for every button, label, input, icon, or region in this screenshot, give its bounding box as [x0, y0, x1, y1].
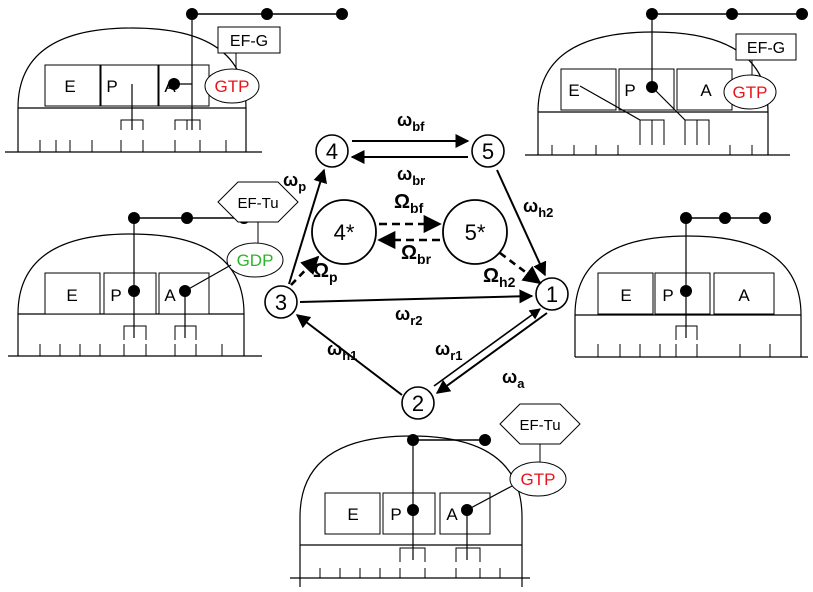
gtp-label: GTP — [215, 77, 250, 96]
svg-text:4: 4 — [326, 139, 338, 164]
arrow-3-to-4star — [290, 255, 320, 286]
site-e-label: E — [568, 81, 579, 100]
gdp-ellipse — [226, 242, 284, 278]
arrow-5star-to-1 — [499, 251, 542, 285]
arrow-3-to-1 — [299, 289, 534, 304]
rate-w-p: ωp — [283, 170, 306, 194]
arrow-2-to-3 — [295, 314, 403, 396]
svg-text:5*: 5* — [465, 220, 486, 245]
ribosome-state-1: E P A — [574, 212, 808, 358]
rate-labels: ωbf ωbr ωp ωh2 Ωbf Ωbr Ωp Ωh2 ωr2 ωh1 ωr… — [283, 110, 553, 391]
rate-w-a: ωa — [502, 367, 525, 391]
eftu-diamond — [499, 403, 581, 445]
state-node-4: 4 — [315, 134, 349, 168]
eftu-diamond — [217, 181, 299, 223]
state-node-2: 2 — [401, 386, 435, 420]
site-e-label: E — [347, 505, 358, 524]
gtp-label: GTP — [521, 470, 556, 489]
site-e-box — [44, 64, 101, 107]
site-a-label: A — [700, 81, 712, 100]
state-node-5star: 5* — [442, 199, 508, 265]
rate-w-h2: ωh2 — [523, 196, 553, 220]
ribosome-state-5: E P A EF-G GTP — [525, 8, 808, 156]
rate-w-r1: ωr1 — [435, 339, 463, 363]
rate-W-bf: Ωbf — [394, 191, 424, 216]
site-p-label: P — [106, 77, 117, 96]
efg-label: EF-G — [747, 40, 785, 57]
rate-w-r2: ωr2 — [395, 304, 423, 328]
efg-label: EF-G — [230, 33, 268, 50]
site-e-label: E — [66, 286, 77, 305]
site-p-label: P — [390, 505, 401, 524]
ribosome-state-2: E P A EF-Tu GTP — [290, 403, 581, 587]
arrow-2-to-1 — [433, 308, 541, 387]
rate-w-br: ωbr — [397, 164, 425, 188]
svg-text:2: 2 — [412, 391, 424, 416]
rate-W-p: Ωp — [313, 260, 338, 285]
site-a-label: A — [738, 286, 750, 305]
transition-arrows — [288, 134, 548, 396]
rate-w-bf: ωbf — [397, 110, 425, 134]
svg-text:1: 1 — [546, 282, 558, 307]
ribosome-state-4: E P A EF-G GTP — [5, 8, 348, 153]
svg-text:4*: 4* — [334, 220, 355, 245]
efg-box — [217, 26, 281, 54]
gtp-ellipse — [204, 68, 260, 104]
site-e-label: E — [64, 77, 75, 96]
arrow-1-to-2 — [435, 312, 548, 394]
eftu-label: EF-Tu — [519, 417, 560, 434]
site-e-label: E — [620, 286, 631, 305]
rate-W-h2: Ωh2 — [483, 265, 516, 290]
ribosome-outline — [17, 27, 247, 109]
eftu-label: EF-Tu — [237, 195, 278, 212]
state-node-3: 3 — [264, 285, 298, 319]
rate-W-br: Ωbr — [401, 242, 432, 267]
gdp-label: GDP — [237, 251, 274, 270]
site-a-label: A — [446, 505, 458, 524]
site-a-label: A — [164, 286, 176, 305]
site-p-label: P — [110, 286, 121, 305]
state-node-5: 5 — [471, 134, 505, 168]
state-node-1: 1 — [535, 277, 569, 311]
state-node-4star: 4* — [311, 199, 377, 265]
arrow-5-to-1 — [496, 169, 547, 277]
rate-w-h1: ωh1 — [327, 339, 357, 363]
gtp-ellipse — [509, 461, 567, 497]
site-p-label: P — [624, 81, 635, 100]
site-p-label: P — [662, 286, 673, 305]
svg-text:5: 5 — [482, 139, 494, 164]
site-a-box — [158, 64, 210, 107]
ribosome-state-3: E P A EF-Tu GDP — [8, 181, 299, 357]
svg-text:3: 3 — [275, 290, 287, 315]
arrow-3-to-4 — [288, 168, 327, 285]
gtp-label: GTP — [733, 83, 768, 102]
site-p-box — [100, 64, 159, 107]
